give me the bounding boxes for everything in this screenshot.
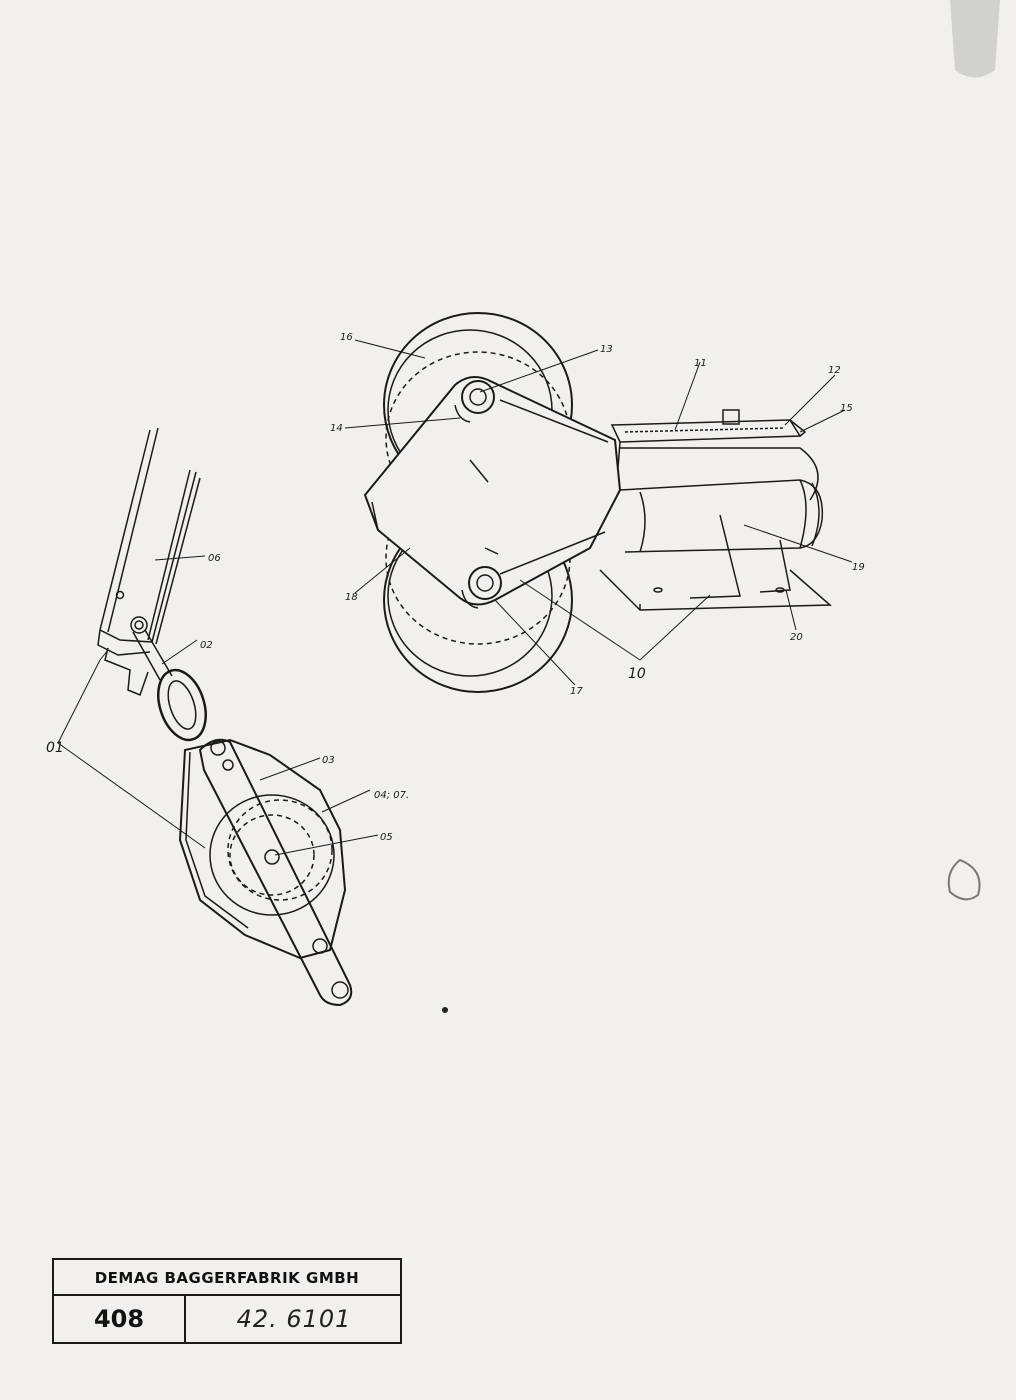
label-05: 05 (380, 832, 393, 843)
sheet-number: 408 (54, 1296, 186, 1342)
side-plate (198, 738, 353, 1007)
jib-arm (97, 427, 201, 656)
upper-axle-hub (454, 380, 495, 423)
label-04-07: 04; 07. (374, 790, 409, 801)
label-16: 16 (340, 332, 353, 343)
leader-lines-right (344, 339, 853, 686)
company-name: DEMAG BAGGERFABRIK GMBH (54, 1260, 400, 1296)
title-block: DEMAG BAGGERFABRIK GMBH 408 42. 6101 (52, 1258, 402, 1344)
label-13: 13 (600, 344, 613, 355)
shackle-ring (157, 668, 207, 742)
pulley-block-assembly (57, 427, 379, 1007)
housing-19 (619, 479, 824, 553)
paper-marks (442, 0, 1000, 1013)
label-12: 12 (828, 365, 841, 376)
frame-plate (363, 375, 622, 606)
bracket-02 (104, 616, 173, 696)
beam-11 (610, 409, 819, 501)
label-19: 19 (852, 562, 865, 573)
label-11: 11 (694, 358, 707, 369)
label-10: 10 (628, 666, 646, 682)
label-01: 01 (46, 740, 64, 756)
part-labels: 01 02 03 04; 07. 05 06 10 11 12 13 14 15… (46, 332, 865, 843)
lower-axle-hub (461, 566, 502, 609)
label-20: 20 (790, 632, 803, 643)
wheel-bogie-assembly (344, 312, 853, 693)
label-18: 18 (345, 592, 358, 603)
label-06: 06 (208, 553, 221, 564)
leader-lines-left (57, 555, 379, 856)
label-17: 17 (570, 686, 583, 697)
pulley-block-03 (178, 738, 347, 960)
drawing-number: 42. 6101 (236, 1305, 352, 1333)
base-plate-20 (599, 514, 832, 611)
label-14: 14 (330, 423, 343, 434)
label-02: 02 (200, 640, 213, 651)
label-15: 15 (840, 403, 853, 414)
label-03: 03 (322, 755, 335, 766)
